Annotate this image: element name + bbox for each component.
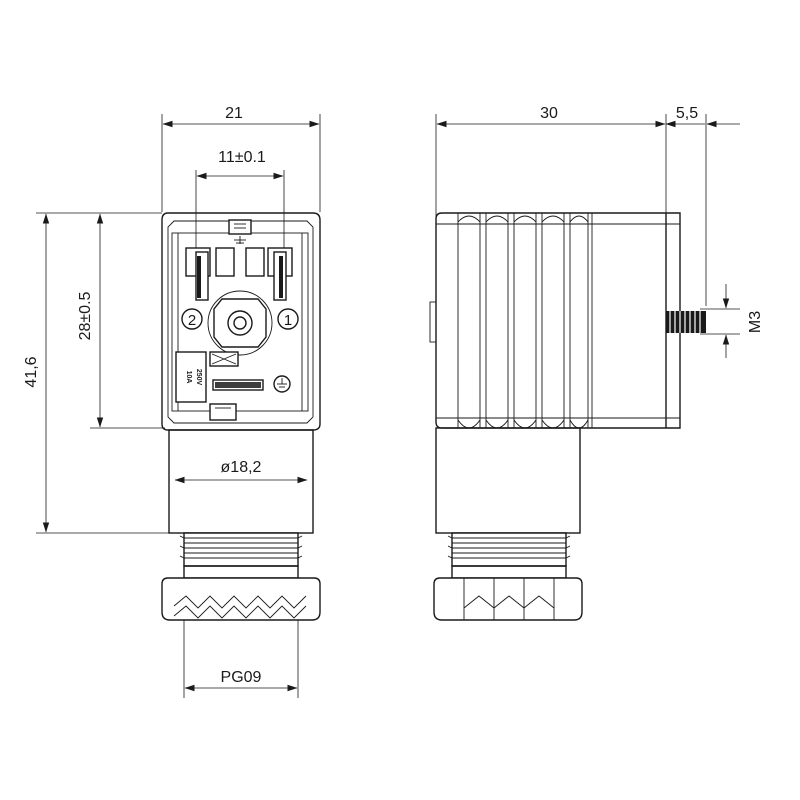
- side-ribs: [457, 213, 589, 429]
- front-thread: [179, 532, 303, 567]
- voltage-rating: 250V: [195, 369, 202, 386]
- side-gland-neck: [435, 427, 581, 534]
- socket-mid-right: [245, 247, 265, 277]
- rating-plate: 10A 250V: [175, 351, 207, 403]
- side-thread: [447, 532, 571, 567]
- side-view: 30 5,5 M3: [429, 105, 764, 621]
- dim-total-height-label: 41,6: [23, 356, 40, 387]
- ground-symbol-top: [234, 236, 246, 244]
- ground-symbol: [273, 375, 291, 393]
- dim-m3-label: M3: [747, 311, 764, 333]
- svg-text:2: 2: [188, 312, 196, 329]
- front-view: 21 11±0.1 41,6 28±0.5 ø18,2 PG09: [23, 105, 321, 698]
- m3-screw: [666, 311, 706, 333]
- current-rating: 10A: [185, 371, 192, 384]
- center-screw-boss: [207, 290, 273, 356]
- pin-2-marker: 2: [181, 308, 203, 330]
- bottom-clip: [209, 403, 237, 421]
- side-gland-nut: [433, 565, 583, 621]
- dim-pin-spacing-label: 11±0.1: [218, 149, 266, 166]
- socket-mid-left: [215, 247, 235, 277]
- cable-gland-neck: [168, 429, 314, 534]
- dim-depth-label: 30: [540, 105, 558, 122]
- svg-text:1: 1: [284, 312, 292, 329]
- dim-screw-length-label: 5,5: [676, 105, 698, 122]
- pin-1-marker: 1: [277, 308, 299, 330]
- dim-body-height-label: 28±0.5: [77, 291, 94, 340]
- dim-thread-label: PG09: [221, 669, 262, 686]
- side-housing-outline: [435, 212, 681, 429]
- dim-width-label: 21: [225, 105, 243, 122]
- top-clip: [228, 219, 252, 235]
- front-gland-nut: [161, 565, 321, 621]
- dim-diameter-label: ø18,2: [221, 459, 262, 476]
